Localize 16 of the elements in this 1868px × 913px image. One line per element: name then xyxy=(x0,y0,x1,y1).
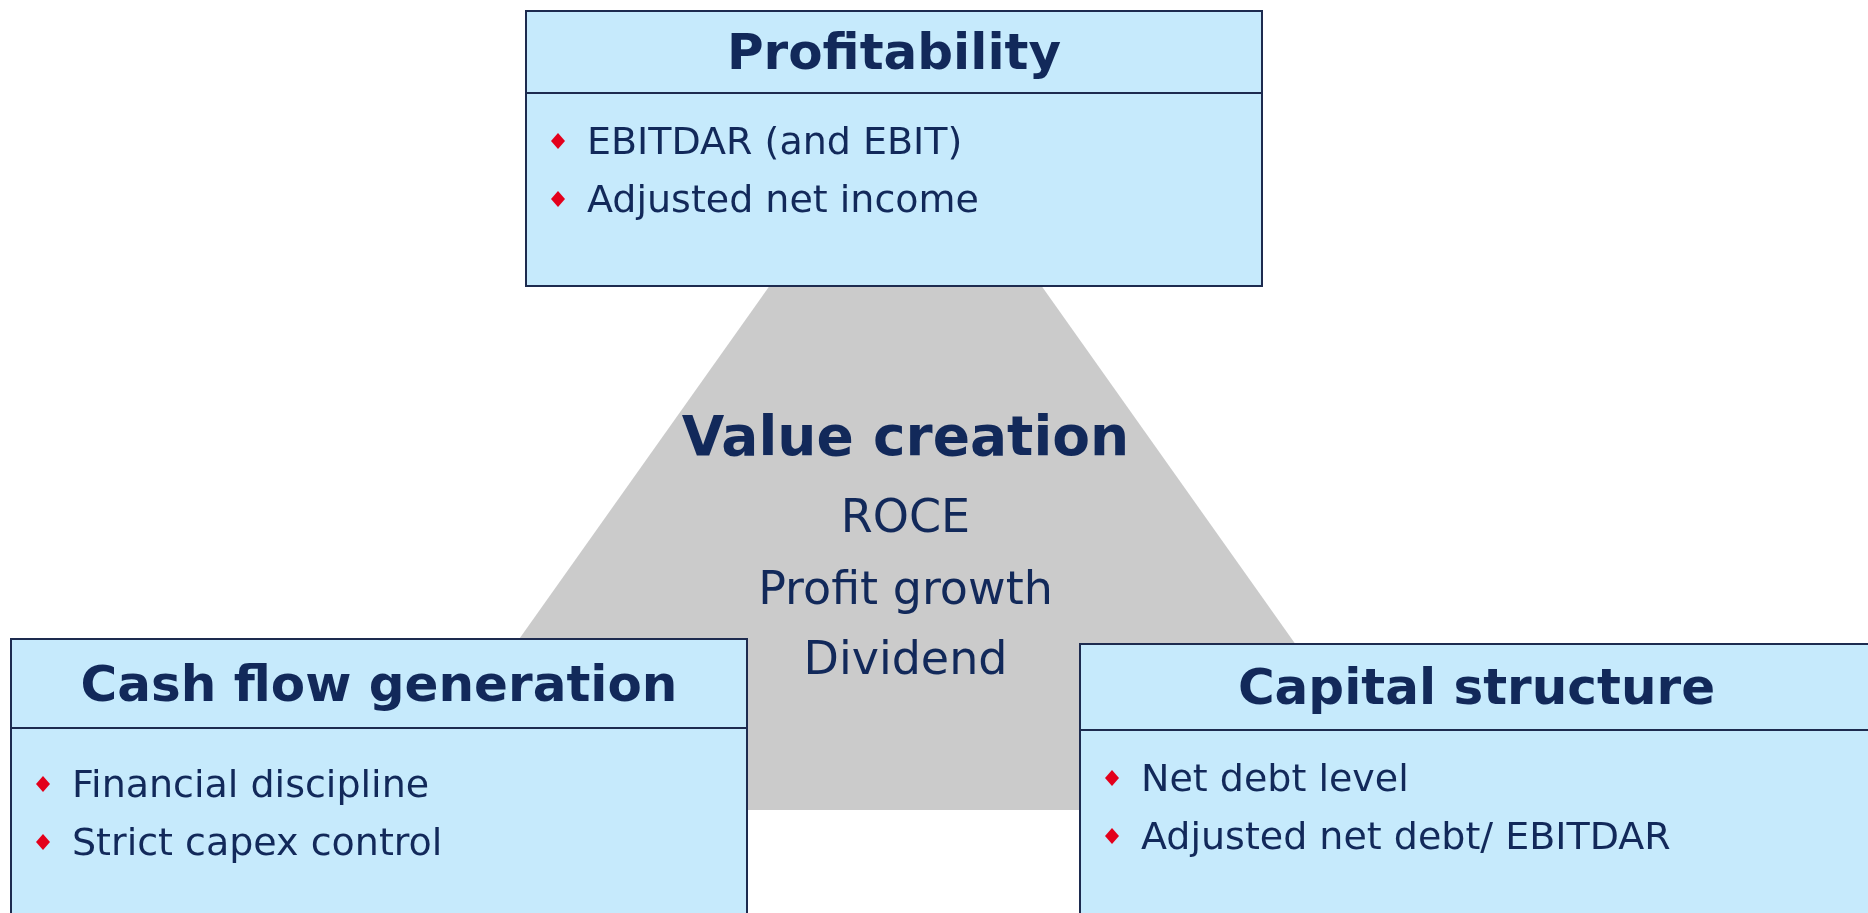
bullet-item-text: Adjusted net debt/ EBITDAR xyxy=(1141,814,1671,858)
center-text: Dividend xyxy=(803,631,1008,685)
bullet-item-text: Strict capex control xyxy=(72,820,443,864)
box-heading: Cash flow generation xyxy=(12,640,746,729)
center-heading: Value creation xyxy=(681,404,1130,468)
bullet-item-text: Adjusted net income xyxy=(587,177,979,221)
bullet-item-text: Net debt level xyxy=(1141,756,1409,800)
bullet-item-text: Financial discipline xyxy=(72,762,430,806)
category-box xyxy=(1079,643,1868,913)
box-heading: Profitability xyxy=(527,12,1261,94)
center-text: ROCE xyxy=(840,489,971,543)
category-box xyxy=(10,638,748,913)
category-box xyxy=(525,10,1263,287)
bullet-item-text: EBITDAR (and EBIT) xyxy=(587,119,963,163)
center-text: Profit growth xyxy=(758,561,1053,615)
box-heading: Capital structure xyxy=(1081,645,1868,731)
